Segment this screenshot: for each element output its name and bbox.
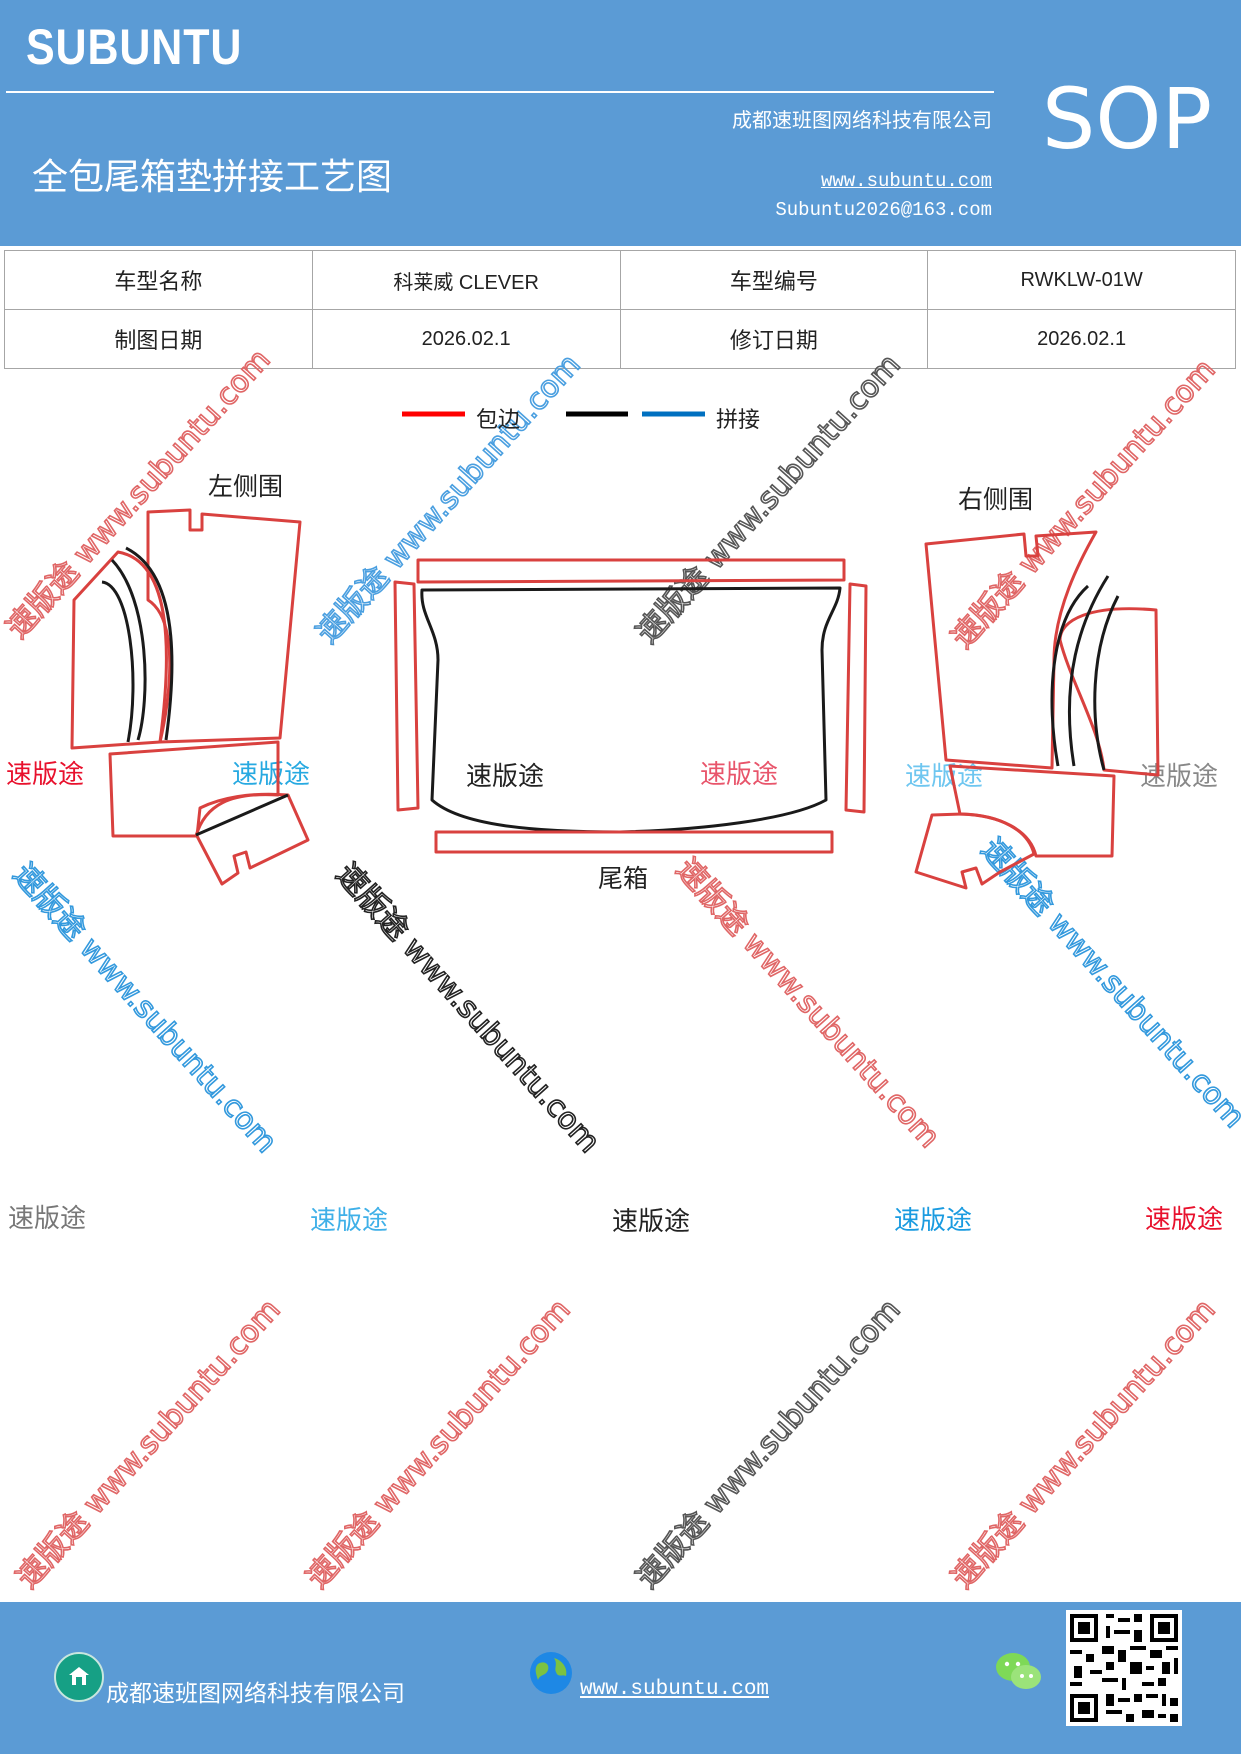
label-draw-date: 制图日期: [4, 309, 313, 369]
label-model-code: 车型编号: [619, 250, 929, 310]
brand-logo: SUBUNTU: [26, 19, 243, 75]
watermark-diag: 速版途 www.subuntu.com: [10, 1292, 288, 1595]
watermark-diag: 速版途 www.subuntu.com: [945, 1292, 1223, 1595]
value-draw-date: 2026.02.1: [311, 309, 621, 369]
watermark-diag: 速版途 www.subuntu.com: [329, 857, 607, 1160]
header-company: 成都速班图网络科技有限公司: [732, 108, 992, 132]
value-model-code: RWKLW-01W: [927, 250, 1236, 310]
legend-label-seam: 拼接: [716, 408, 760, 433]
table-row: 制图日期 2026.02.1 修订日期 2026.02.1: [4, 309, 1236, 369]
sop-badge: SOP: [1042, 70, 1213, 168]
watermark-brand: 速版途: [1140, 762, 1218, 792]
right-seam: [1093, 595, 1120, 771]
label-revise-date: 修订日期: [619, 309, 929, 369]
trunk-left-strip: [393, 580, 420, 812]
left-side-piece: [70, 550, 168, 750]
trunk-panel: [393, 558, 868, 854]
watermark-brand: 速版途: [612, 1207, 690, 1237]
label-left-side: 左侧围: [208, 472, 283, 501]
label-right-side: 右侧围: [958, 485, 1033, 514]
left-seam: [110, 558, 147, 741]
right-side-piece: [1058, 607, 1160, 777]
watermark-brand: 速版途: [8, 1204, 86, 1234]
watermark-brand: 速版途: [700, 760, 778, 790]
value-revise-date: 2026.02.1: [927, 309, 1236, 369]
left-seam: [101, 580, 135, 743]
label-model-name: 车型名称: [4, 250, 313, 310]
watermark-layer: 速版途 www.subuntu.com 速版途 www.subuntu.com …: [0, 342, 1241, 1596]
globe-icon: [528, 1650, 574, 1696]
legend: 包边 拼接: [402, 408, 760, 433]
header-banner: SUBUNTU 成都速班图网络科技有限公司 全包尾箱垫拼接工艺图 www.sub…: [0, 0, 1241, 246]
left-upper-piece: [146, 508, 302, 744]
left-corner-piece: [195, 792, 310, 886]
value-model-name: 科莱威 CLEVER: [311, 250, 621, 310]
label-trunk: 尾箱: [598, 864, 648, 893]
footer-company: 成都速班图网络科技有限公司: [106, 1681, 405, 1707]
right-side-panel: [914, 530, 1160, 890]
header-website-link[interactable]: www.subuntu.com: [820, 170, 992, 192]
document-title: 全包尾箱垫拼接工艺图: [32, 157, 393, 198]
brand-watermarks: 速版途 速版途 速版途 速版途 速版途 速版途 速版途 速版途 速版途 速版途 …: [6, 760, 1223, 1237]
home-icon: [54, 1652, 104, 1702]
trunk-right-strip: [844, 582, 868, 814]
diagram-canvas: 速版途 www.subuntu.com 速版途 www.subuntu.com …: [0, 342, 1241, 1596]
header-email[interactable]: Subuntu2026@163.com: [775, 199, 992, 221]
watermark-diag: 速版途 www.subuntu.com: [6, 857, 284, 1160]
watermark-diag: 速版途 www.subuntu.com: [669, 852, 947, 1155]
left-side-panel: [70, 508, 310, 886]
watermark-brand: 速版途: [1145, 1205, 1223, 1235]
trunk-bottom-strip: [434, 830, 834, 854]
wechat-icon[interactable]: [994, 1650, 1044, 1694]
qr-code: [1066, 1610, 1182, 1726]
watermark-diag: 速版途 www.subuntu.com: [630, 1292, 908, 1595]
watermark-brand: 速版途: [894, 1206, 972, 1236]
legend-label-trim: 包边: [476, 408, 520, 433]
watermark-brand: 速版途: [466, 762, 544, 792]
watermark-diag: 速版途 www.subuntu.com: [310, 347, 588, 650]
watermark-diag: 速版途 www.subuntu.com: [300, 1292, 578, 1595]
footer-website-link[interactable]: www.subuntu.com: [580, 1678, 770, 1701]
watermark-brand: 速版途: [6, 760, 84, 790]
watermark-diag: 速版途 www.subuntu.com: [974, 832, 1241, 1135]
left-seam: [195, 793, 289, 837]
right-corner-piece: [914, 812, 1036, 890]
footer-banner: 成都速班图网络科技有限公司 www.subuntu.com: [0, 1602, 1241, 1754]
right-seam: [1067, 575, 1110, 767]
header-divider: [6, 91, 994, 93]
watermark-brand: 速版途: [232, 760, 310, 790]
table-row: 车型名称 科莱威 CLEVER 车型编号 RWKLW-01W: [4, 250, 1236, 310]
vehicle-info-table: 车型名称 科莱威 CLEVER 车型编号 RWKLW-01W 制图日期 2026…: [4, 250, 1236, 369]
watermark-brand: 速版途: [310, 1206, 388, 1236]
right-seam: [1050, 584, 1090, 767]
left-seam: [125, 546, 174, 741]
trunk-top-strip: [416, 558, 846, 584]
